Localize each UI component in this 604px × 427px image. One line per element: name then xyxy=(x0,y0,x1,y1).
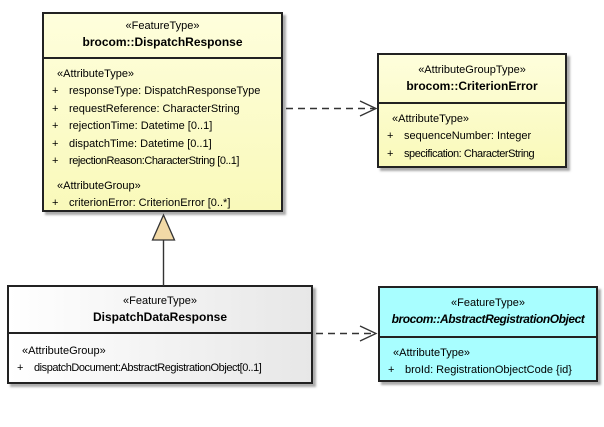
attribute-row: + dispatchTime: Datetime [0..1] xyxy=(44,136,278,154)
attribute-row: + broId: RegistrationObjectCode {id} xyxy=(380,362,593,380)
stereotype-label: «FeatureType» xyxy=(125,20,200,32)
attribute-row: + requestReference: CharacterString xyxy=(44,101,278,119)
attribute-row: + sequenceNumber: Integer xyxy=(379,128,562,146)
attribute-row: + criterionError: CriterionError [0..*] xyxy=(44,195,278,213)
section-header: «AttributeType» xyxy=(392,113,470,125)
class-criterion-error[interactable]: «AttributeGroupType» brocom::CriterionEr… xyxy=(377,53,567,168)
attribute-text: dispatchDocument:AbstractRegistrationObj… xyxy=(34,362,262,374)
attribute-text: criterionError: CriterionError [0..*] xyxy=(69,196,231,209)
attribute-text: broId: RegistrationObjectCode {id} xyxy=(405,364,572,376)
generalization-connector[interactable] xyxy=(150,213,177,287)
class-name: brocom::DispatchResponse xyxy=(82,35,243,49)
attribute-row: + specification: CharacterString xyxy=(379,146,562,164)
dependency-connector-criterion-error[interactable] xyxy=(286,98,378,119)
dependency-connector-registration-object[interactable] xyxy=(316,323,378,344)
class-header: «FeatureType» brocom::DispatchResponse xyxy=(44,14,281,59)
visibility-symbol: + xyxy=(52,137,59,150)
attribute-text: rejectionReason:CharacterString [0..1] xyxy=(69,155,239,167)
class-name: brocom::CriterionError xyxy=(406,79,538,93)
attribute-text: rejectionTime: Datetime [0..1] xyxy=(69,120,213,132)
class-name: brocom::AbstractRegistrationObject xyxy=(391,312,585,326)
class-abstract-registration-object[interactable]: «FeatureType» brocom::AbstractRegistrati… xyxy=(378,286,598,382)
visibility-symbol: + xyxy=(52,155,59,167)
visibility-symbol: + xyxy=(17,362,24,374)
visibility-symbol: + xyxy=(388,364,395,376)
attribute-row: + rejectionTime: Datetime [0..1] xyxy=(44,118,278,136)
class-body: «AttributeType» + broId: RegistrationObj… xyxy=(380,338,596,380)
class-dispatch-data-response[interactable]: «FeatureType» DispatchDataResponse «Attr… xyxy=(7,285,313,384)
attribute-text: responseType: DispatchResponseType xyxy=(69,85,261,97)
attribute-text: dispatchTime: Datetime [0..1] xyxy=(69,137,212,150)
section-header: «AttributeType» xyxy=(57,68,135,80)
class-header: «FeatureType» brocom::AbstractRegistrati… xyxy=(380,288,596,338)
section-header: «AttributeType» xyxy=(393,347,471,359)
class-body: «AttributeType» + responseType: Dispatch… xyxy=(44,59,281,212)
visibility-symbol: + xyxy=(52,120,59,132)
visibility-symbol: + xyxy=(52,102,59,115)
attribute-text: specification: CharacterString xyxy=(404,147,535,160)
attribute-row: + responseType: DispatchResponseType xyxy=(44,83,278,101)
class-body: «AttributeType» + sequenceNumber: Intege… xyxy=(379,104,565,163)
class-header: «FeatureType» DispatchDataResponse xyxy=(9,287,311,334)
visibility-symbol: + xyxy=(52,85,59,97)
class-name: DispatchDataResponse xyxy=(92,310,228,324)
open-arrowhead-icon xyxy=(359,325,378,342)
visibility-symbol: + xyxy=(52,196,59,209)
attribute-text: requestReference: CharacterString xyxy=(69,102,240,115)
class-header: «AttributeGroupType» brocom::CriterionEr… xyxy=(379,55,565,104)
attribute-text: sequenceNumber: Integer xyxy=(404,130,532,142)
stereotype-label: «FeatureType» xyxy=(123,295,197,307)
section-header: «AttributeGroup» xyxy=(57,179,141,192)
stereotype-label: «AttributeGroupType» xyxy=(418,64,526,76)
attribute-row: + dispatchDocument:AbstractRegistrationO… xyxy=(9,360,308,378)
class-body: «AttributeGroup» + dispatchDocument:Abst… xyxy=(9,334,311,378)
open-arrowhead-icon xyxy=(359,100,378,117)
section-header: «AttributeGroup» xyxy=(22,345,106,357)
stereotype-label: «FeatureType» xyxy=(451,297,525,309)
attribute-row: + rejectionReason:CharacterString [0..1] xyxy=(44,153,278,171)
visibility-symbol: + xyxy=(387,130,394,142)
generalization-arrowhead-icon xyxy=(151,213,176,241)
visibility-symbol: + xyxy=(387,147,394,160)
class-dispatch-response[interactable]: «FeatureType» brocom::DispatchResponse «… xyxy=(42,12,283,212)
